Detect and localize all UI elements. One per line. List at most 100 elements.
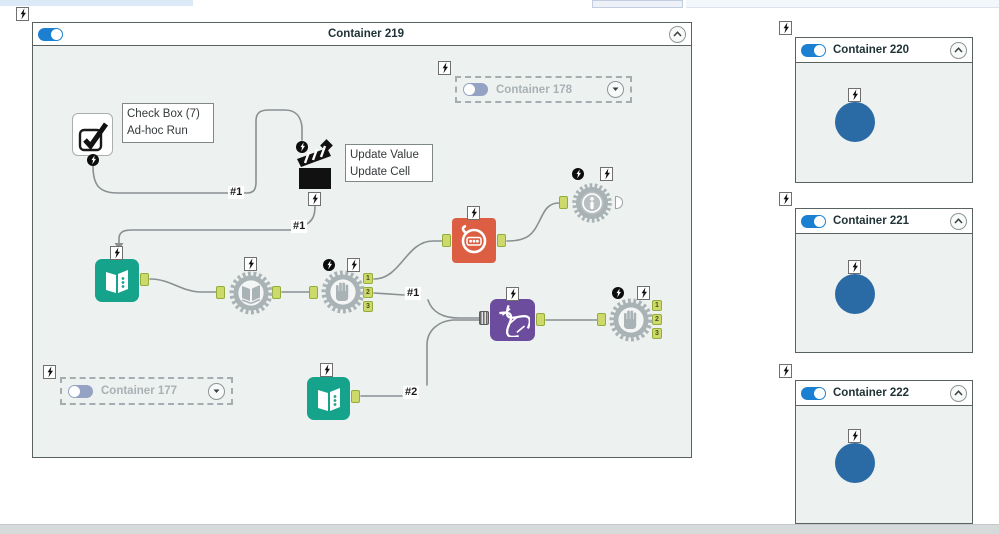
lightning-badge [779,192,792,206]
output-anchor[interactable] [497,234,506,247]
dna-macro-tool[interactable] [490,299,535,341]
lightning-icon [576,169,581,179]
interface-input-anchor[interactable] [612,287,624,299]
lightning-badge [347,258,360,272]
output-anchor[interactable] [140,273,149,286]
lightning-badge [600,167,613,181]
action-tool[interactable] [294,139,336,191]
container-178[interactable]: Container 178 [455,76,632,103]
output-anchor[interactable] [351,390,360,403]
clapperboard-icon [297,139,333,189]
input-anchor[interactable] [442,234,451,247]
input-data-tool-1[interactable] [95,259,139,302]
lightning-badge [16,7,29,21]
lightning-badge [779,364,792,378]
book-icon [317,387,340,411]
annotation-line: Ad-hoc Run [127,124,188,137]
macro-book-tool[interactable] [227,269,275,317]
lightning-icon [852,89,858,101]
toggle-knob [464,84,475,95]
container-220-title: Container 220 [833,44,910,56]
container-222-header[interactable]: Container 222 [796,381,972,406]
toggle-knob [814,44,825,56]
output-anchor[interactable] [272,286,281,299]
container-221-collapse-button[interactable] [950,212,967,230]
lightning-badge [848,88,861,102]
chevron-up-icon [954,47,963,53]
container-219-header[interactable]: Container 219 [33,23,691,46]
container-221-toggle[interactable] [801,214,826,228]
container-178-toggle[interactable] [463,83,488,96]
output-anchor-3[interactable]: 3 [363,301,373,312]
input-anchor[interactable] [559,196,568,209]
container-219-collapse-button[interactable] [669,25,686,43]
output-anchor-1[interactable]: 1 [363,273,373,284]
input-anchor[interactable] [597,313,606,326]
lightning-badge [637,286,650,300]
container-220-collapse-button[interactable] [950,41,967,59]
lightning-icon [248,258,254,270]
lightning-icon [91,155,96,165]
annotation-line: Update Cell [350,165,411,178]
interface-output-anchor[interactable] [87,154,99,166]
container-178-expand-button[interactable] [607,81,624,98]
output-anchor[interactable] [536,313,545,326]
macro-info-tool[interactable] [570,181,614,225]
lightning-icon [510,288,516,300]
container-220[interactable]: Container 220 [795,37,973,183]
output-anchor-1[interactable]: 1 [652,300,662,311]
horizontal-scrollbar[interactable] [0,524,999,534]
container-177-expand-button[interactable] [208,382,225,400]
container-177[interactable]: Container 177 [60,377,233,405]
container-177-toggle[interactable] [68,384,93,398]
anchor-number: 3 [366,303,370,310]
input-anchor[interactable] [216,286,225,299]
container-220-toggle[interactable] [801,43,826,57]
lightning-badge [506,287,519,301]
interface-input-anchor[interactable] [296,141,308,153]
container-220-header[interactable]: Container 220 [796,38,972,63]
checkbox-annotation[interactable]: Check Box (7) Ad-hoc Run [122,103,214,143]
lightning-badge [779,21,792,35]
output-anchor-3[interactable]: 3 [652,328,662,339]
container-221-header[interactable]: Container 221 [796,209,972,234]
multi-input-anchor[interactable] [479,311,489,325]
lightning-icon [300,142,305,152]
container-222-collapse-button[interactable] [950,384,967,402]
action-annotation[interactable]: Update Value Update Cell [345,144,433,182]
container-221-tool[interactable] [835,274,875,314]
lightning-badge [43,365,56,379]
output-anchor-2[interactable]: 2 [652,314,662,325]
container-222-title: Container 222 [833,387,910,399]
book-icon [106,269,128,293]
container-221[interactable]: Container 221 [795,208,973,353]
container-222-tool[interactable] [835,443,875,483]
runner-macro-tool[interactable] [452,218,496,263]
runner-icon [461,224,487,253]
lightning-icon [604,168,610,180]
interface-input-anchor[interactable] [572,168,584,180]
lightning-icon [852,430,858,442]
container-222[interactable]: Container 222 [795,380,973,524]
lightning-icon [47,366,53,378]
macro-hand-tool-1[interactable] [319,268,367,316]
chevron-up-icon [673,31,682,37]
interface-input-anchor[interactable] [323,259,335,271]
checkbox-interface-tool[interactable] [72,113,113,156]
input-data-tool-2[interactable] [307,377,350,420]
gear-info-icon [572,183,612,223]
unconnected-output-anchor[interactable] [615,196,623,209]
action-output-anchor[interactable] [308,192,321,206]
connection-label: #1 [228,186,245,199]
input-anchor[interactable] [309,286,318,299]
container-219[interactable]: Container 219 [32,22,692,458]
container-219-toggle[interactable] [38,27,63,41]
container-222-toggle[interactable] [801,386,826,400]
macro-hand-tool-2[interactable] [607,296,655,344]
container-220-tool[interactable] [835,102,875,142]
anchor-number: 2 [655,316,659,323]
chevron-up-icon [954,390,963,396]
toggle-knob [814,387,825,399]
anchor-number: 2 [366,289,370,296]
